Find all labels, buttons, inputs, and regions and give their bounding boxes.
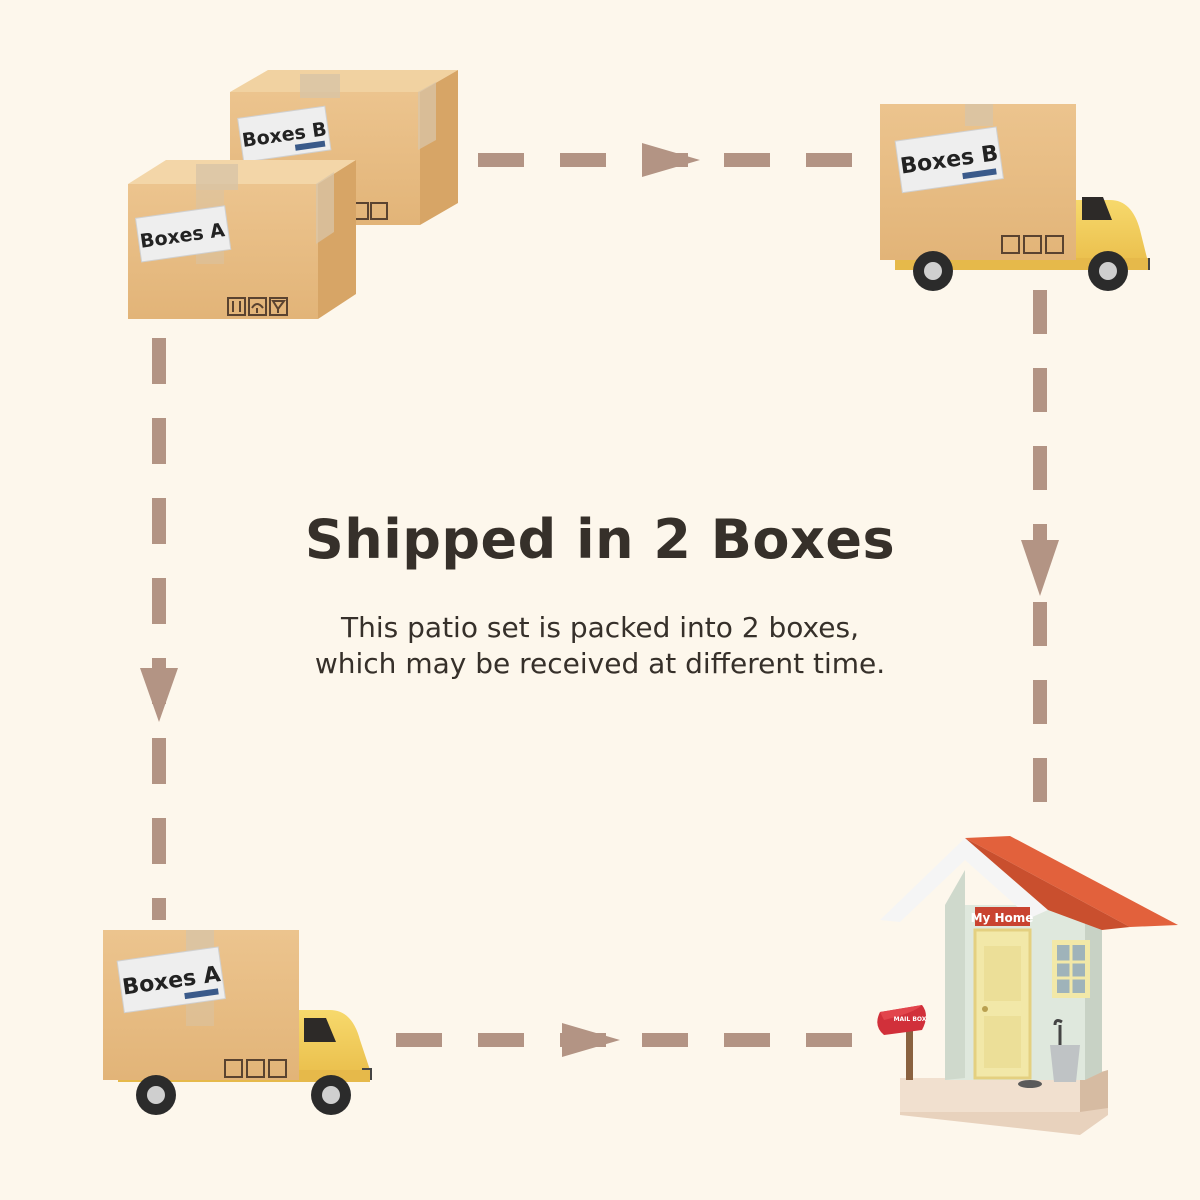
- truck-wheel: [913, 251, 953, 291]
- truck-wheel: [136, 1075, 176, 1115]
- description-line-1: This patio set is packed into 2 boxes,: [341, 611, 859, 644]
- shoes: [1018, 1080, 1042, 1088]
- box-a-package: Boxes A: [128, 160, 356, 319]
- truck-wheel: [1088, 251, 1128, 291]
- arrow-down-icon: [140, 668, 178, 722]
- front-door: [973, 928, 1032, 1080]
- arrow-right-icon: [642, 143, 700, 177]
- home-sign: My Home: [971, 911, 1034, 925]
- mailbox-icon: MAIL BOX: [877, 1005, 927, 1080]
- description: This patio set is packed into 2 boxes, w…: [0, 610, 1200, 682]
- house-icon: My Home MAIL BOX: [877, 836, 1178, 1135]
- handling-icons: [227, 297, 288, 316]
- description-line-2: which may be received at different time.: [314, 647, 886, 680]
- arrow-right-icon: [562, 1023, 620, 1057]
- arrow-down-icon: [1021, 540, 1059, 596]
- truck-wheel: [311, 1075, 351, 1115]
- window: [1052, 940, 1090, 998]
- handling-icons: [224, 1059, 287, 1078]
- umbrella-stand-icon: [1050, 1019, 1080, 1082]
- box-stack-icon: Boxes B Boxes A: [128, 70, 458, 319]
- page-title: Shipped in 2 Boxes: [304, 508, 896, 571]
- delivery-truck-icon: Boxes B: [880, 104, 1150, 291]
- handling-icons: [1001, 235, 1064, 254]
- mailbox-label: MAIL BOX: [894, 1016, 927, 1023]
- delivery-truck-icon: Boxes A: [103, 930, 372, 1115]
